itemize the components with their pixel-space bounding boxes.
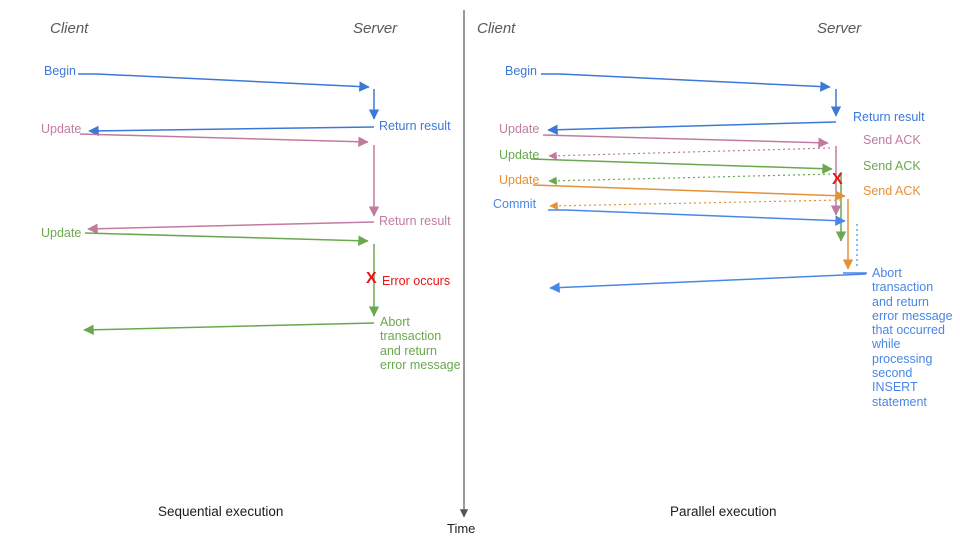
par-update-1-label: Update [499, 122, 540, 136]
par-update2-request-arrow [530, 158, 833, 174]
par-update1-ack-arrow [548, 147, 831, 160]
par-update1-request-arrow [542, 134, 829, 148]
seq-diagram-title: Sequential execution [158, 504, 284, 519]
par-diagram-title: Parallel execution [670, 504, 777, 519]
par-abort-message-label: Abort transaction and return error messa… [872, 266, 953, 409]
par-client-header: Client [477, 20, 516, 37]
par-update-2-label: Update [499, 148, 540, 162]
par-update3-request-arrow [532, 184, 846, 201]
par-commit-request-arrow [548, 209, 846, 226]
par-send-ack-1-label: Send ACK [863, 133, 921, 147]
par-error-x-icon: X [832, 171, 843, 188]
seq-server-header: Server [353, 20, 398, 37]
seq-update-1-label: Update [41, 122, 82, 136]
seq-update1-return-arrow [87, 221, 375, 235]
seq-abort-message-label: Abort transaction and return error messa… [380, 315, 461, 372]
par-begin-request-arrow [541, 73, 831, 92]
seq-update1-request-arrow [79, 133, 369, 147]
time-axis-label: Time [447, 521, 476, 536]
seq-return-result-1-label: Return result [379, 119, 451, 133]
par-commit-label: Commit [493, 197, 537, 211]
seq-client-header: Client [50, 20, 89, 37]
par-abort-return-arrow [549, 273, 867, 293]
par-send-ack-3-label: Send ACK [863, 184, 921, 198]
seq-update-2-label: Update [41, 226, 82, 240]
par-begin-return-arrow [547, 121, 837, 135]
par-begin-label: Begin [505, 64, 537, 78]
seq-error-occurs-label: Error occurs [382, 274, 451, 288]
seq-error-x-icon: X [366, 270, 377, 287]
seq-begin-label: Begin [44, 64, 76, 78]
seq-begin-return-arrow [88, 125, 375, 137]
par-send-ack-2-label: Send ACK [863, 159, 921, 173]
seq-return-result-2-label: Return result [379, 214, 451, 228]
seq-abort-return-arrow [83, 322, 375, 336]
par-server-header: Server [817, 20, 862, 37]
seq-update2-request-arrow [84, 232, 369, 246]
seq-begin-request-arrow [78, 73, 370, 92]
par-update2-ack-arrow [548, 173, 836, 186]
par-update3-ack-arrow [549, 199, 842, 211]
par-update-3-label: Update [499, 173, 540, 187]
par-return-result-label: Return result [853, 110, 925, 124]
